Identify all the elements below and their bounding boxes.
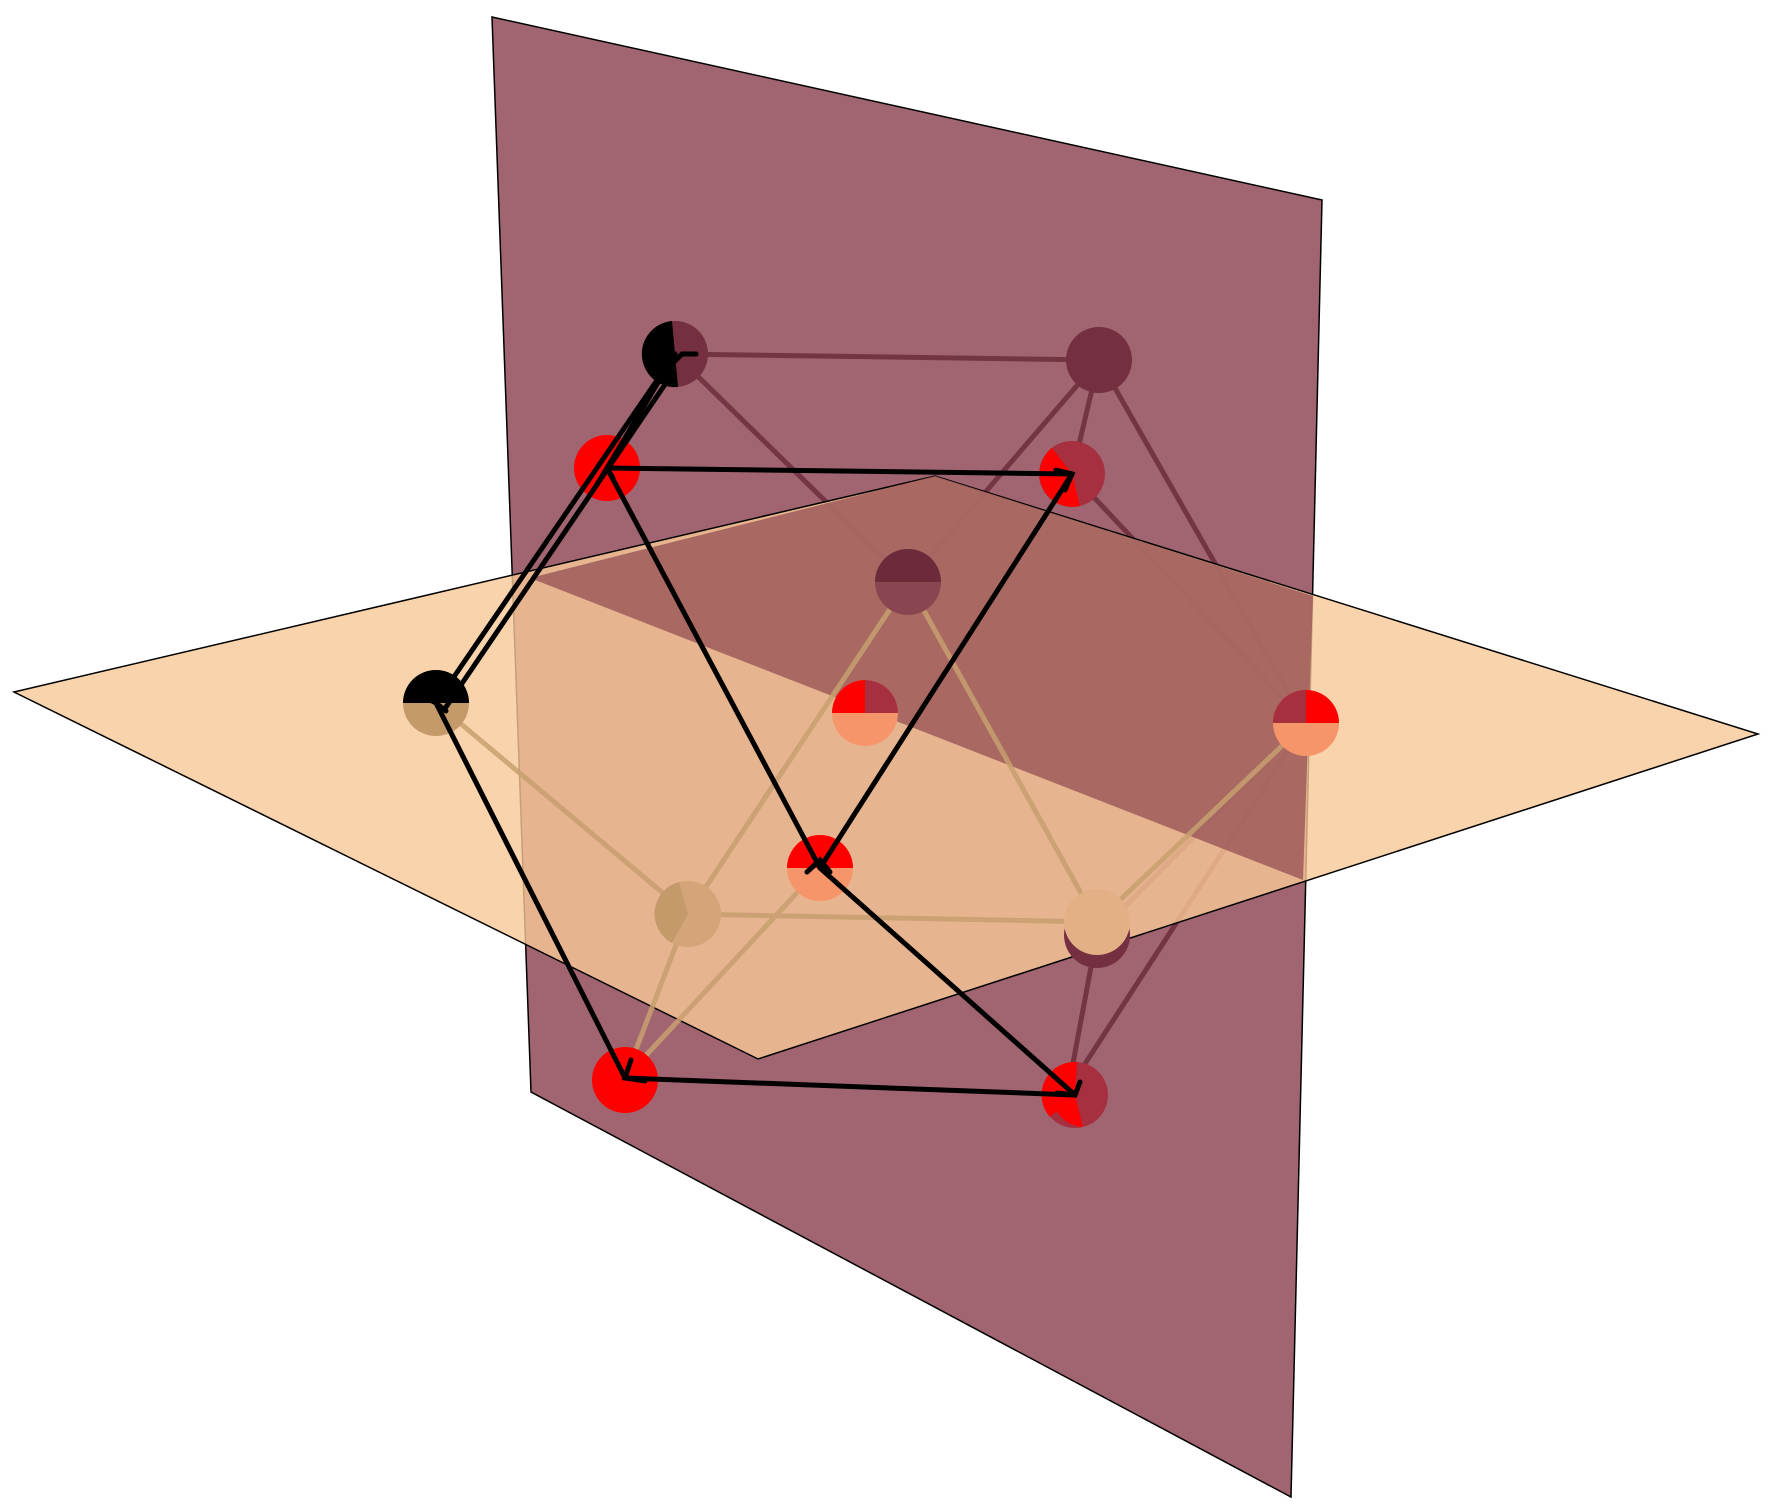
vertex: [832, 680, 898, 746]
edge: [604, 465, 1075, 477]
edge: [672, 351, 1102, 363]
edge: [433, 351, 678, 706]
vertex: [875, 549, 941, 615]
edge: [604, 351, 678, 471]
edge: [622, 1075, 1078, 1098]
arrow-tick: [1053, 467, 1076, 493]
arrow-tick: [427, 697, 449, 714]
edge: [817, 865, 1078, 1098]
arrow-tick: [593, 463, 616, 489]
edge: [817, 471, 1075, 871]
arrow-tick: [669, 351, 699, 367]
arrow-tick: [804, 856, 833, 875]
edge: [685, 911, 1100, 925]
edge: [622, 865, 823, 1081]
edge: [433, 700, 628, 1081]
edge: [905, 579, 1100, 925]
edge: [604, 465, 823, 871]
highlighted-path: [427, 351, 1083, 1098]
plane-overlap-region: [530, 476, 1313, 880]
vertex: [1273, 690, 1339, 756]
vertex: [654, 881, 721, 947]
edge: [443, 377, 671, 710]
arrow-tick: [1054, 1079, 1083, 1098]
arrow-tick: [621, 1057, 648, 1084]
edge: [433, 700, 691, 917]
edge: [685, 579, 911, 917]
vertex: [1066, 327, 1132, 393]
vertex: [1064, 889, 1130, 968]
edge: [1094, 720, 1309, 925]
